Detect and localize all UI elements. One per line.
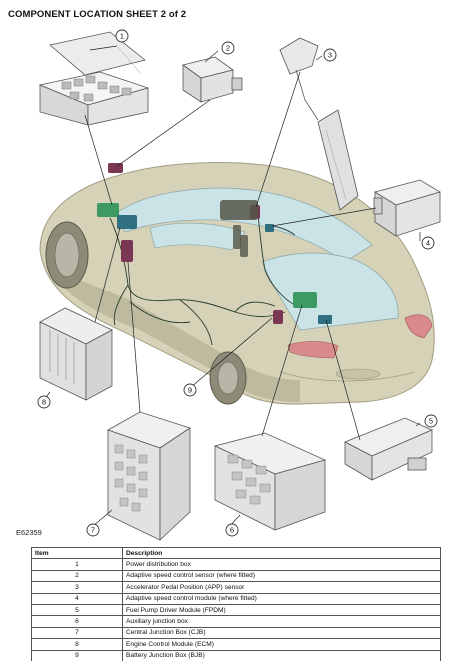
- module-rear-marker: [318, 315, 332, 324]
- item-number: 9: [31, 649, 123, 661]
- item-description: Fuel Pump Driver Module (FPDM): [122, 603, 441, 617]
- item-number: 4: [31, 592, 123, 605]
- component-app-sensor: [279, 37, 359, 211]
- svg-text:9: 9: [188, 386, 192, 395]
- module-acc-marker: [265, 224, 274, 232]
- component-fpdm: [344, 417, 433, 481]
- item-number: 8: [31, 638, 123, 651]
- svg-text:4: 4: [426, 239, 430, 248]
- item-description: Adaptive speed control module (where fit…: [122, 592, 441, 605]
- callout-1: 1: [115, 29, 129, 43]
- callout-7: 7: [86, 523, 100, 537]
- item-description: Adaptive speed control sensor (where fit…: [122, 569, 441, 583]
- component-ecm: [39, 307, 113, 401]
- svg-text:2: 2: [226, 44, 230, 53]
- item-description: Auxiliary junction box: [122, 615, 441, 628]
- callout-6: 6: [225, 523, 239, 537]
- component-speed-control-sensor: [182, 56, 243, 103]
- svg-text:1: 1: [120, 32, 124, 41]
- item-number: 5: [31, 603, 123, 617]
- component-speed-control-module: [373, 179, 441, 237]
- item-description: Power distribution box: [122, 558, 441, 571]
- module-aux-marker: [293, 292, 317, 308]
- svg-text:7: 7: [91, 526, 95, 535]
- module-fpdm-marker: [273, 310, 283, 324]
- item-number: 2: [31, 569, 123, 583]
- svg-text:8: 8: [42, 398, 46, 407]
- item-description: Battery Junction Box (BJB): [122, 649, 441, 661]
- svg-text:3: 3: [328, 51, 332, 60]
- callout-2: 2: [221, 41, 235, 55]
- item-description: Engine Control Module (ECM): [122, 638, 441, 651]
- item-number: 7: [31, 626, 123, 640]
- table-header-row: Item Description: [31, 546, 441, 560]
- header-description: Description: [122, 546, 441, 560]
- callout-9: 9: [183, 383, 197, 397]
- callout-5: 5: [424, 414, 438, 428]
- header-item: Item: [31, 546, 123, 560]
- car-body: [39, 162, 435, 405]
- item-number: 3: [31, 581, 123, 594]
- callout-3: 3: [323, 48, 337, 62]
- module-bjb-marker: [121, 240, 133, 262]
- callout-4: 4: [421, 236, 435, 250]
- component-power-distribution-box: [38, 31, 150, 126]
- component-illustration: 1 2 3 4 5 6 7 8 9: [37, 29, 441, 541]
- item-number: 6: [31, 615, 123, 628]
- component-auxiliary-junction-box: [213, 432, 327, 531]
- item-description: Central Junction Box (CJB): [122, 626, 441, 640]
- callout-8: 8: [37, 395, 51, 409]
- figure-code: E62359: [16, 528, 42, 537]
- module-sensor-front: [108, 163, 123, 173]
- item-number: 1: [31, 558, 123, 571]
- in-car-modules: [97, 163, 332, 324]
- sheet-title: COMPONENT LOCATION SHEET 2 of 2: [8, 9, 187, 20]
- module-ecm-marker: [117, 215, 137, 229]
- component-cjb: [107, 411, 191, 541]
- item-description: Accelerator Pedal Position (APP) sensor: [122, 581, 441, 594]
- leader-lines: [43, 45, 421, 531]
- svg-text:5: 5: [429, 417, 433, 426]
- svg-text:6: 6: [230, 526, 234, 535]
- module-power-box: [97, 203, 119, 217]
